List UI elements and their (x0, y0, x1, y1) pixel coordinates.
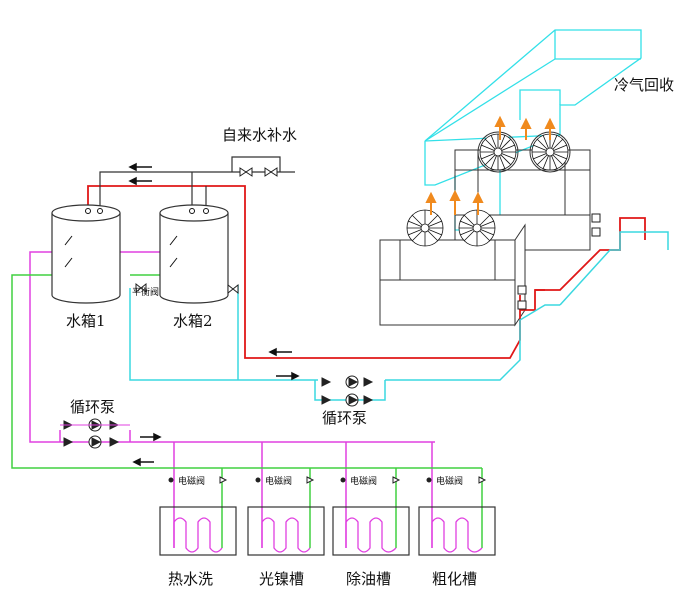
bath-label-4: 粗化槽 (432, 570, 477, 588)
balance-valve-label: 平衡阀 (132, 286, 159, 298)
flow-arrow-icons (128, 162, 300, 467)
fan-icon (479, 133, 517, 171)
water-tank-2 (159, 204, 229, 304)
bath-label-2: 光镍槽 (259, 570, 304, 588)
pump-left-label: 循环泵 (70, 398, 115, 416)
fan-icon (406, 209, 444, 247)
tank-nozzles (64, 208, 209, 268)
exhaust-arrow-icons (425, 115, 556, 215)
tank2-label: 水箱2 (173, 312, 213, 330)
cooling-tower-unit-front (379, 223, 526, 327)
circulation-pump-right (321, 375, 374, 407)
makeup-water-pipe (99, 156, 295, 210)
tank1-label: 水箱1 (66, 312, 106, 330)
water-tank-1 (51, 204, 121, 304)
solenoid-valve-icons (168, 476, 487, 484)
valve-icons (135, 167, 601, 310)
circulation-pump-left (60, 418, 130, 449)
solenoid-label-1: 电磁阀 (178, 475, 205, 487)
fan-icon (458, 209, 496, 247)
cold-recovery-label: 冷气回收 (614, 76, 674, 94)
solenoid-label-2: 电磁阀 (265, 475, 292, 487)
bath-coils (173, 517, 483, 553)
process-baths (159, 506, 496, 556)
solenoid-label-3: 电磁阀 (350, 475, 377, 487)
city-water-makeup-label: 自来水补水 (222, 126, 297, 144)
bath-label-3: 除油槽 (346, 570, 391, 588)
fan-icon (531, 133, 569, 171)
pump-right-label: 循环泵 (322, 409, 367, 427)
bath-label-1: 热水洗 (168, 570, 213, 588)
solenoid-label-4: 电磁阀 (436, 475, 463, 487)
